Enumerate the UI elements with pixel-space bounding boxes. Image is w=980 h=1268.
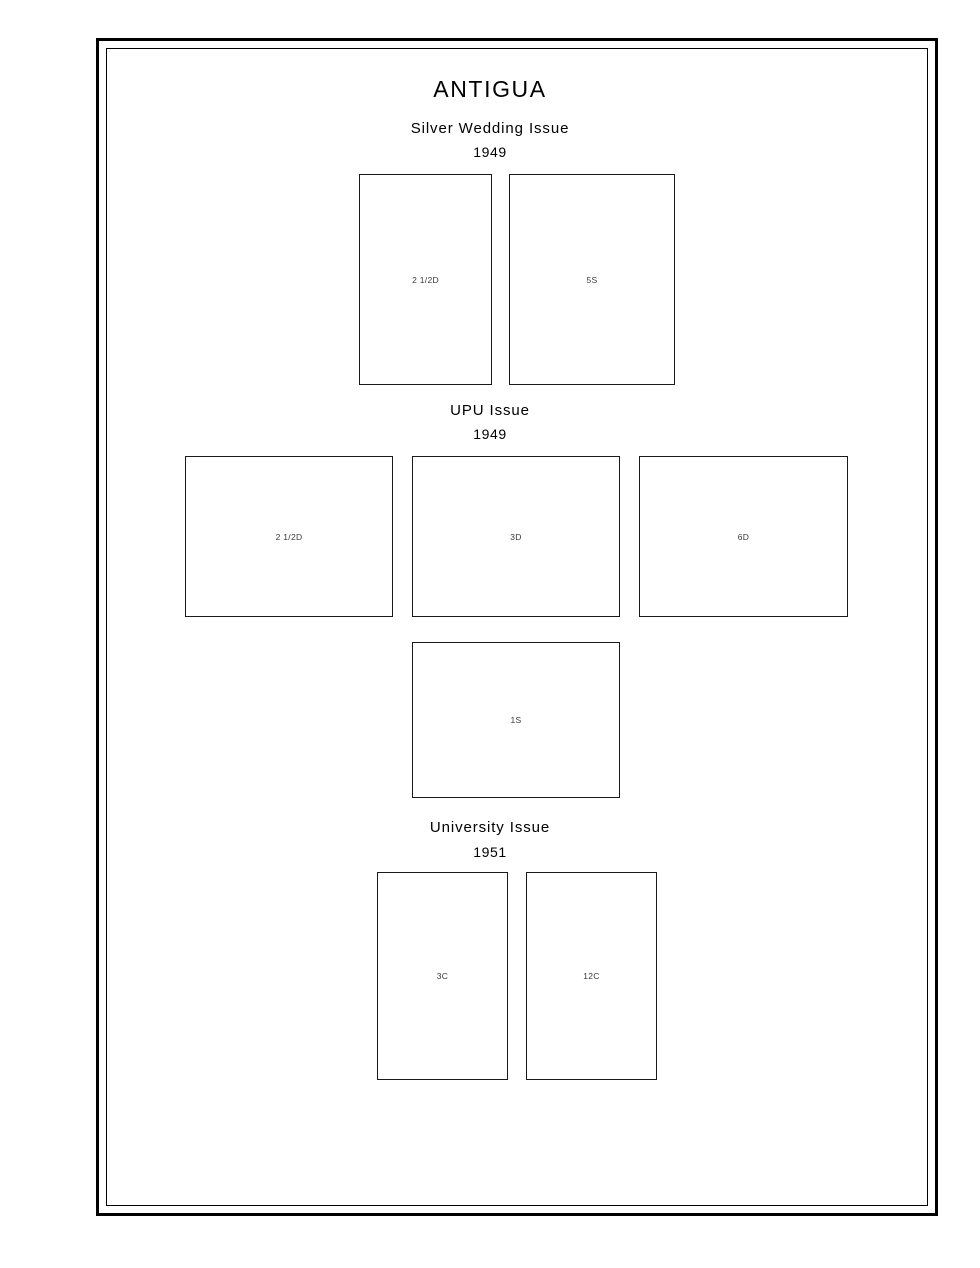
stamp-denomination-label: 12C <box>583 971 600 981</box>
stamp-mount[interactable]: 2 1/2D <box>185 456 393 617</box>
page-border-outer <box>96 38 938 1216</box>
section-title-upu: UPU Issue <box>450 402 530 419</box>
section-year-silver-wedding: 1949 <box>473 144 507 160</box>
stamp-mount[interactable]: 5S <box>509 174 675 385</box>
stamp-mount[interactable]: 3D <box>412 456 620 617</box>
stamp-mount[interactable]: 12C <box>526 872 657 1080</box>
stamp-mount[interactable]: 1S <box>412 642 620 798</box>
section-year-upu: 1949 <box>473 426 507 442</box>
stamp-denomination-label: 1S <box>510 715 522 725</box>
stamp-mount[interactable]: 3C <box>377 872 508 1080</box>
stamp-mount[interactable]: 2 1/2D <box>359 174 492 385</box>
section-title-university: University Issue <box>429 819 551 836</box>
stamp-denomination-label: 2 1/2D <box>412 274 439 285</box>
stamp-denomination-label: 5S <box>586 274 598 285</box>
stamp-denomination-label: 6D <box>737 531 750 542</box>
section-title-silver-wedding: Silver Wedding Issue <box>410 120 570 137</box>
stamp-mount[interactable]: 6D <box>639 456 848 617</box>
page-title: ANTIGUA <box>433 76 547 102</box>
stamp-denomination-label: 2 1/2D <box>275 531 303 542</box>
page-border-inner <box>106 48 928 1206</box>
section-year-university: 1951 <box>473 844 507 860</box>
stamp-denomination-label: 3D <box>510 531 522 542</box>
stamp-denomination-label: 3C <box>436 971 449 981</box>
